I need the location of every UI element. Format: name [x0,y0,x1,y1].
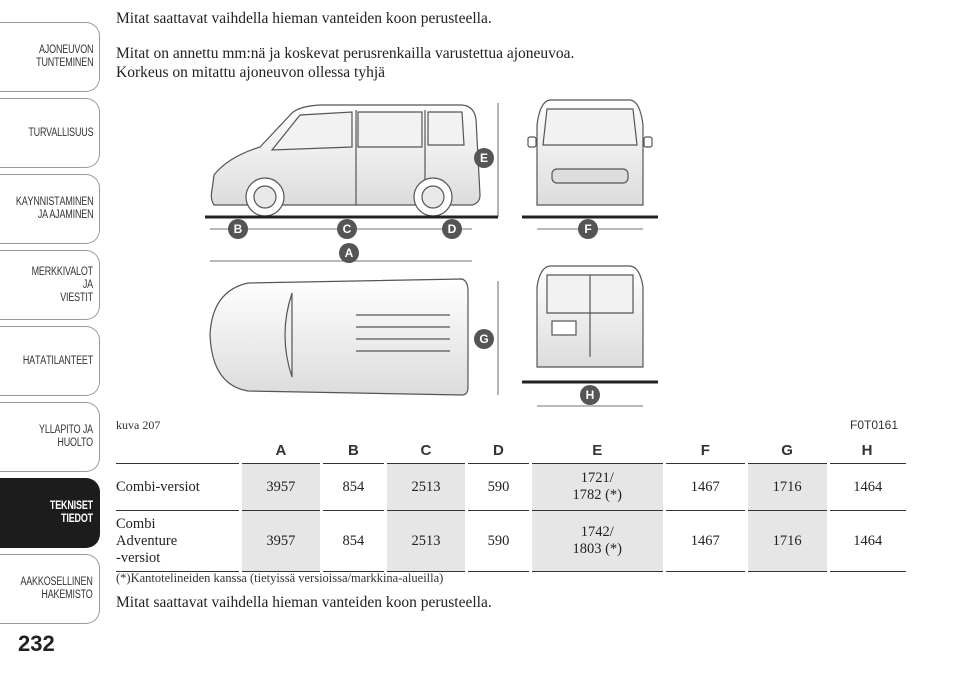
outro-text: Mitat saattavat vaihdella hieman vanteid… [116,594,492,611]
badge-g: G [474,329,494,349]
tab-hakemisto[interactable]: AAKKOSELLINEN HAKEMISTO [0,554,100,624]
badge-c: C [337,219,357,239]
cell-h: 1464 [828,510,906,572]
figure-caption: kuva 207 [116,418,161,432]
chapter-tabs: AJONEUVON TUNTEMINEN TURVALLISUUS KÄYNNI… [0,22,100,630]
cell-a: 3957 [238,510,324,572]
svg-text:H: H [586,388,595,402]
tab-ajoneuvon-tunteminen[interactable]: AJONEUVON TUNTEMINEN [0,22,100,92]
table-header-row: A B C D E F G H [116,437,906,464]
table-header-f: F [664,437,747,464]
cell-b: 854 [321,510,386,572]
table-header-c: C [385,437,467,464]
table-header-a: A [240,437,322,464]
cell-h: 1464 [828,463,906,511]
svg-text:B: B [234,222,243,236]
tab-hatatilanteet[interactable]: HÄTÄTILANTEET [0,326,100,396]
dimensions-table: A B C D E F G H Combi-versiot 3957 854 2… [116,437,906,572]
badge-d: D [442,219,462,239]
dimension-badges: A B C D E F G H [228,148,600,405]
table-header-d: D [466,437,531,464]
top-view [209,278,469,396]
cell-f: 1467 [664,463,747,511]
badge-h: H [580,385,600,405]
svg-text:C: C [343,222,352,236]
intro-text-2: Mitat on annettu mm:nä ja koskevat perus… [116,44,574,82]
row-label: Combi-versiot [116,463,240,511]
badge-f: F [578,219,598,239]
cell-e: 1742/ 1803 (*) [528,510,666,572]
table-header-g: G [746,437,828,464]
cell-c: 2513 [383,510,469,572]
table-header-b: B [321,437,386,464]
cell-d: 590 [466,463,531,511]
badge-a: A [339,243,359,263]
tab-tekniset-tiedot[interactable]: TEKNISET TIEDOT [0,478,100,548]
tab-merkkivalot[interactable]: MERKKIVALOT JA VIESTIT [0,250,100,320]
intro-line-3: Korkeus on mitattu ajoneuvon ollessa tyh… [116,64,386,81]
footnote: (*)Kantotelineiden kanssa (tietyissä ver… [116,571,444,585]
badge-e: E [474,148,494,168]
svg-text:E: E [480,151,488,165]
tab-kaynnistaminen[interactable]: KÄYNNISTÄMINEN JA AJAMINEN [0,174,100,244]
cell-g: 1716 [744,510,830,572]
table-row: Combi Adventure -versiot 3957 854 2513 5… [116,510,906,572]
intro-text: Mitat saattavat vaihdella hieman vanteid… [116,10,492,27]
cell-b: 854 [321,463,386,511]
rear-view [536,265,644,368]
table-header-blank [116,437,240,464]
svg-text:D: D [448,222,457,236]
tab-turvallisuus[interactable]: TURVALLISUUS [0,98,100,168]
svg-text:F: F [584,222,591,236]
page-number: 232 [18,631,55,656]
table-header-e: E [530,437,665,464]
intro-line-2: Mitat on annettu mm:nä ja koskevat perus… [116,45,575,62]
front-view [527,99,653,206]
cell-g: 1716 [744,463,830,511]
table-row: Combi-versiot 3957 854 2513 590 1721/ 17… [116,463,906,511]
vehicle-dimensions-diagram: A B C D E F G H [205,99,658,407]
figure-id: F0T0161 [850,418,899,432]
table-header-h: H [828,437,906,464]
dimension-lines [210,103,643,407]
tab-yllapito[interactable]: YLLÄPITO JA HUOLTO [0,402,100,472]
cell-a: 3957 [238,463,324,511]
side-view [210,104,481,217]
cell-d: 590 [466,510,531,572]
badge-b: B [228,219,248,239]
cell-f: 1467 [664,510,747,572]
row-label: Combi Adventure -versiot [116,510,240,572]
svg-text:G: G [479,332,488,346]
cell-c: 2513 [383,463,469,511]
cell-e: 1721/ 1782 (*) [528,463,666,511]
svg-text:A: A [345,246,354,260]
